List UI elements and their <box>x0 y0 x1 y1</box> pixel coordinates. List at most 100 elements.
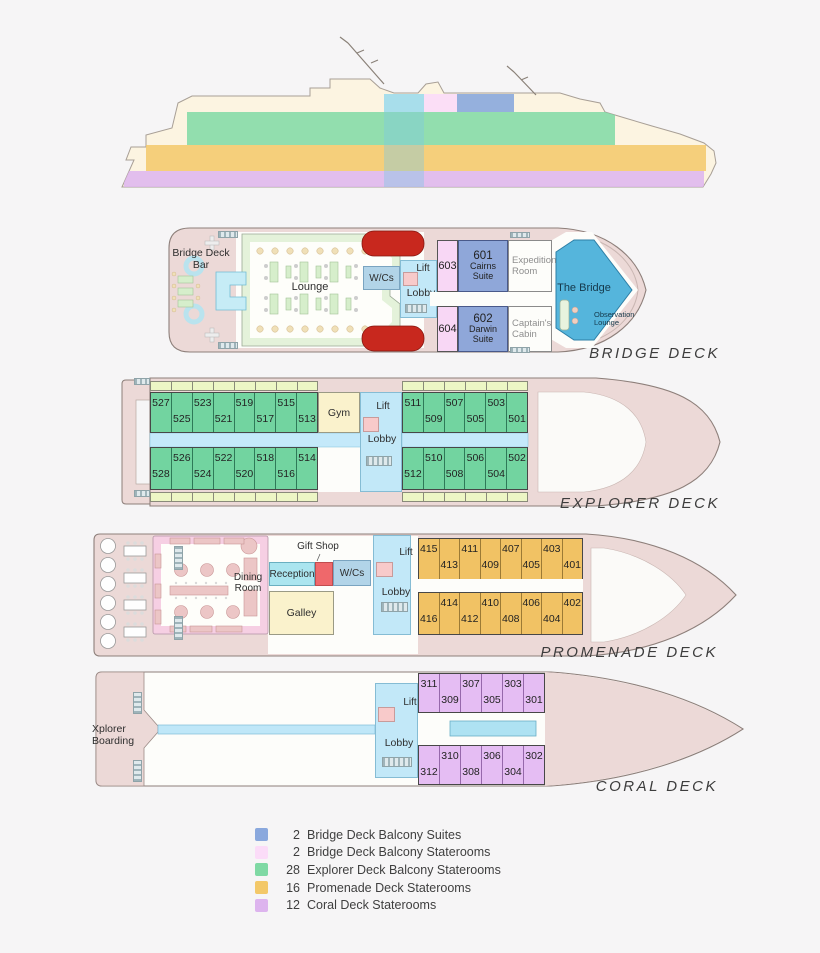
suite-602-name: Darwin Suite <box>468 324 497 344</box>
stateroom-cell: 306 <box>481 746 502 784</box>
captains-cabin: Captain's Cabin <box>508 306 552 352</box>
explorer-lobby-stairs-icon <box>366 456 392 466</box>
stateroom-number: 520 <box>235 468 254 480</box>
stateroom-number: 515 <box>277 397 295 409</box>
stateroom-cell: 412 <box>459 593 480 634</box>
gym: Gym <box>318 392 360 433</box>
legend-label: Explorer Deck Balcony Staterooms <box>307 862 501 877</box>
band-lobby-shaft <box>384 112 424 187</box>
stateroom-cell: 504 <box>485 448 506 489</box>
galley: Galley <box>269 591 334 635</box>
wheelhouse <box>555 239 633 341</box>
stateroom-number: 527 <box>152 397 170 409</box>
stateroom-number: 503 <box>487 397 505 409</box>
legend-swatch <box>255 863 268 877</box>
stateroom-number: 512 <box>404 468 422 480</box>
stateroom-cell: 528 <box>151 448 171 489</box>
stateroom-604: 604 <box>437 306 458 352</box>
promenade-lift <box>376 562 393 577</box>
bridge-deck-title: BRIDGE DECK <box>589 345 720 362</box>
promenade-lobby-label: Lobby <box>381 586 411 598</box>
explorer-corridor-fwd <box>401 432 529 448</box>
bridge-corridor <box>430 292 552 306</box>
coral-bow <box>545 672 742 786</box>
explorer-deck-title: EXPLORER DECK <box>559 495 720 512</box>
stateroom-cell: 305 <box>481 674 502 712</box>
stateroom-cell: 311 <box>419 674 439 712</box>
legend-item: 16 Promenade Deck Staterooms <box>255 879 501 897</box>
explorer-balcony-strip <box>150 492 318 502</box>
tender-top <box>361 230 425 257</box>
explorer-lift <box>363 417 379 432</box>
promenade-stern-stairs-icon2 <box>174 616 183 640</box>
observation-lounge-label: Observation Lounge <box>594 310 635 328</box>
band-promenade-orange <box>146 145 706 171</box>
stateroom-cell: 312 <box>419 746 439 784</box>
promenade-wcs: W/Cs <box>333 560 371 586</box>
coral-lift-label: Lift <box>403 697 417 708</box>
legend-count: 16 <box>286 880 300 895</box>
ship-profile <box>121 36 717 188</box>
deck-tables <box>100 538 147 649</box>
promenade-lobby-stairs-icon <box>381 602 408 612</box>
stateroom-cell: 527 <box>151 393 171 432</box>
stateroom-number: 416 <box>419 613 438 625</box>
band-explorer-green <box>187 112 615 145</box>
stateroom-number: 304 <box>504 766 522 778</box>
coral-stern-stairs-icon <box>133 692 142 714</box>
bridge-lift-label: Lift <box>416 263 430 274</box>
lounge-armchairs <box>256 247 369 333</box>
stateroom-cell: 413 <box>438 539 460 579</box>
suite-602: 602 Darwin Suite <box>458 306 508 352</box>
stateroom-cell: 506 <box>464 448 485 489</box>
stateroom-number: 505 <box>466 413 485 425</box>
stateroom-cell: 511 <box>403 393 423 432</box>
stateroom-number: 516 <box>277 468 295 480</box>
promenade-lobby <box>373 535 411 635</box>
gift-shop-label: Gift Shop <box>297 541 339 552</box>
promenade-bow-inner <box>590 547 687 643</box>
stateroom-cell: 303 <box>502 674 523 712</box>
lounge-label: Lounge <box>291 281 329 293</box>
stateroom-number: 402 <box>563 597 582 609</box>
stateroom-cell: 308 <box>460 746 481 784</box>
legend-label: Coral Deck Staterooms <box>307 898 437 913</box>
stateroom-number: 517 <box>256 413 275 425</box>
bridge-stern-stairs-icon <box>218 231 238 238</box>
legend-count: 12 <box>286 898 300 913</box>
stateroom-number: 519 <box>235 397 254 409</box>
dining-room-label: Dining Room <box>233 572 263 595</box>
legend-swatch <box>255 845 268 859</box>
dining-chair-dots <box>174 581 228 600</box>
stateroom-cell: 524 <box>191 448 213 489</box>
stateroom-cell: 409 <box>479 539 501 579</box>
coral-deck-title: CORAL DECK <box>595 778 718 795</box>
stateroom-number: 509 <box>424 413 443 425</box>
stateroom-number: 414 <box>440 597 459 609</box>
stateroom-cell: 505 <box>464 393 485 432</box>
lounge-chairs <box>264 264 358 312</box>
suite-601-number: 601 <box>473 250 493 263</box>
stateroom-number: 511 <box>404 397 422 409</box>
legend-count: 2 <box>293 845 300 860</box>
legend-count: 28 <box>286 862 300 877</box>
stateroom-cell: 304 <box>502 746 523 784</box>
legend-label: Bridge Deck Balcony Suites <box>307 827 462 842</box>
stateroom-cell: 512 <box>403 448 423 489</box>
stateroom-number: 311 <box>420 678 438 690</box>
stateroom-number: 412 <box>460 613 479 625</box>
xplorer-boarding-label: Xplorer Boarding <box>92 723 135 747</box>
stateroom-number: 514 <box>298 452 316 464</box>
stateroom-cell: 403 <box>541 539 562 579</box>
bar-area <box>171 235 247 343</box>
legend-item: 2 Bridge Deck Balcony Staterooms <box>255 844 501 862</box>
stateroom-cell: 401 <box>561 539 583 579</box>
legend-swatch <box>255 828 268 842</box>
suite-602-number: 602 <box>473 313 493 326</box>
stateroom-cell: 515 <box>275 393 296 432</box>
gift-shop <box>315 562 333 586</box>
